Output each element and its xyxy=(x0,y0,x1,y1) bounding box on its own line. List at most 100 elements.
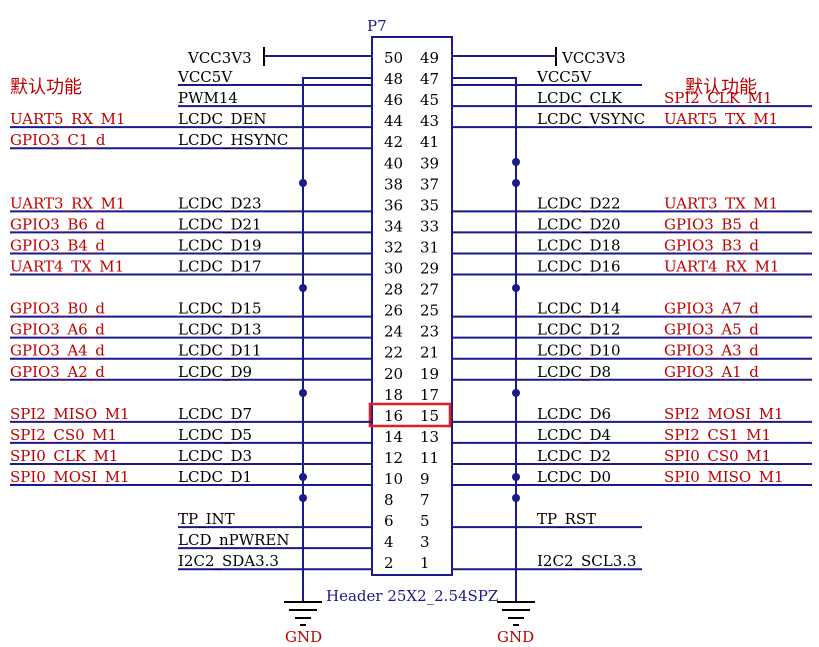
function-label: SPI0_CS0_M1 xyxy=(664,447,771,465)
right-heading: 默认功能 xyxy=(685,77,757,98)
junction-dot xyxy=(299,389,307,397)
net-label: LCDC_D7 xyxy=(178,405,252,423)
net-label: LCDC_D22 xyxy=(537,194,621,212)
vcc3v3-right-label: VCC3V3 xyxy=(561,49,626,67)
net-label: LCDC_D0 xyxy=(537,468,611,486)
vcc3v3-left-label: VCC3V3 xyxy=(187,49,252,67)
function-label: GPIO3_A2_d xyxy=(10,363,105,381)
pin-number: 50 xyxy=(384,49,403,67)
function-label: GPIO3_C1_d xyxy=(10,131,106,149)
function-label: UART5_TX_M1 xyxy=(664,110,778,128)
function-label: GPIO3_B5_d xyxy=(664,215,759,233)
net-label: LCDC_D8 xyxy=(537,363,611,381)
pin-number: 29 xyxy=(420,260,439,278)
pin-number: 35 xyxy=(420,196,439,214)
function-label: SPI2_MOSI_M1 xyxy=(664,405,784,423)
ground-rails xyxy=(302,77,517,602)
junction-dot xyxy=(512,389,520,397)
junction-dot xyxy=(299,284,307,292)
function-label: GPIO3_A3_d xyxy=(664,342,759,360)
pin-layer: 5048VCC5V46PWM1444LCDC_DENUART5_RX_M142L… xyxy=(10,49,812,572)
function-label: SPI0_MISO_M1 xyxy=(664,468,784,486)
pin-number: 38 xyxy=(384,175,403,193)
function-label: SPI2_MISO_M1 xyxy=(10,405,130,423)
net-label: LCDC_D15 xyxy=(178,300,262,318)
net-label: LCDC_D21 xyxy=(178,215,262,233)
function-label: GPIO3_A1_d xyxy=(664,363,759,381)
pin-number: 31 xyxy=(420,238,439,256)
junction-dot xyxy=(512,494,520,502)
pin-number: 1 xyxy=(420,554,430,572)
pin-number: 43 xyxy=(420,112,439,130)
net-label: LCDC_D4 xyxy=(537,426,611,444)
pin-number: 24 xyxy=(384,323,403,341)
pin-number: 12 xyxy=(384,449,403,467)
net-label: LCDC_DEN xyxy=(178,110,267,128)
pin-number: 15 xyxy=(420,407,439,425)
junction-dot xyxy=(299,179,307,187)
net-label: LCDC_D10 xyxy=(537,342,621,360)
pin-number: 19 xyxy=(420,365,439,383)
pin-number: 37 xyxy=(420,175,439,193)
function-label: GPIO3_B4_d xyxy=(10,236,105,254)
net-label: LCDC_HSYNC xyxy=(178,131,288,149)
net-label: I2C2_SCL3.3 xyxy=(537,552,637,570)
net-label: LCDC_D17 xyxy=(178,258,262,276)
net-label: LCDC_CLK xyxy=(537,89,623,107)
pin-number: 28 xyxy=(384,281,403,299)
vcc3v3-right-symbol xyxy=(452,47,557,66)
pin-number: 48 xyxy=(384,70,403,88)
pin-number: 46 xyxy=(384,91,403,109)
function-label: UART5_RX_M1 xyxy=(10,110,125,128)
pin-number: 22 xyxy=(384,344,403,362)
net-label: LCDC_D13 xyxy=(178,321,262,339)
net-label: I2C2_SDA3.3 xyxy=(178,552,279,570)
function-label: GPIO3_B6_d xyxy=(10,215,105,233)
pin-number: 45 xyxy=(420,91,439,109)
function-label: SPI0_CLK_M1 xyxy=(10,447,118,465)
net-label: LCDC_VSYNC xyxy=(537,110,645,128)
net-label: LCDC_D11 xyxy=(178,342,262,360)
connector-body xyxy=(368,36,453,576)
pin-number: 36 xyxy=(384,196,403,214)
gnd-left-symbol xyxy=(284,601,322,626)
gnd-right-label: GND xyxy=(497,628,534,646)
function-label: UART3_RX_M1 xyxy=(10,194,125,212)
net-label: LCDC_D23 xyxy=(178,194,262,212)
net-label: LCDC_D12 xyxy=(537,321,621,339)
net-label: LCDC_D18 xyxy=(537,236,621,254)
net-label: VCC5V xyxy=(177,68,233,86)
pin-number: 3 xyxy=(420,533,430,551)
function-label: GPIO3_A5_d xyxy=(664,321,759,339)
pin-number: 8 xyxy=(384,491,394,509)
pin-number: 21 xyxy=(420,344,439,362)
pin-number: 17 xyxy=(420,386,439,404)
pin-number: 40 xyxy=(384,154,403,172)
pin-number: 33 xyxy=(420,217,439,235)
pin-number: 25 xyxy=(420,302,439,320)
net-label: LCDC_D6 xyxy=(537,405,611,423)
pin-number: 5 xyxy=(420,512,430,530)
net-label: VCC5V xyxy=(536,68,592,86)
net-label: LCDC_D3 xyxy=(178,447,252,465)
function-label: GPIO3_A6_d xyxy=(10,321,105,339)
function-label: SPI2_CLK_M1 xyxy=(664,89,772,107)
pin-number: 14 xyxy=(384,428,403,446)
function-label: SPI0_MOSI_M1 xyxy=(10,468,130,486)
pin-number: 7 xyxy=(420,491,430,509)
junction-dot xyxy=(512,473,520,481)
net-label: LCDC_D5 xyxy=(178,426,252,444)
net-label: LCDC_D1 xyxy=(178,468,252,486)
pin-number: 39 xyxy=(420,154,439,172)
function-label: UART3_TX_M1 xyxy=(664,194,778,212)
vcc3v3-left-symbol xyxy=(263,47,372,66)
net-label: LCDC_D20 xyxy=(537,215,621,233)
left-heading: 默认功能 xyxy=(10,77,82,98)
pin-number: 26 xyxy=(384,302,403,320)
junction-dots xyxy=(299,158,520,502)
net-label: LCDC_D14 xyxy=(537,300,621,318)
net-label: LCDC_D2 xyxy=(537,447,611,465)
pin-number: 2 xyxy=(384,554,394,572)
highlight-box xyxy=(368,402,452,428)
pin-number: 4 xyxy=(384,533,394,551)
